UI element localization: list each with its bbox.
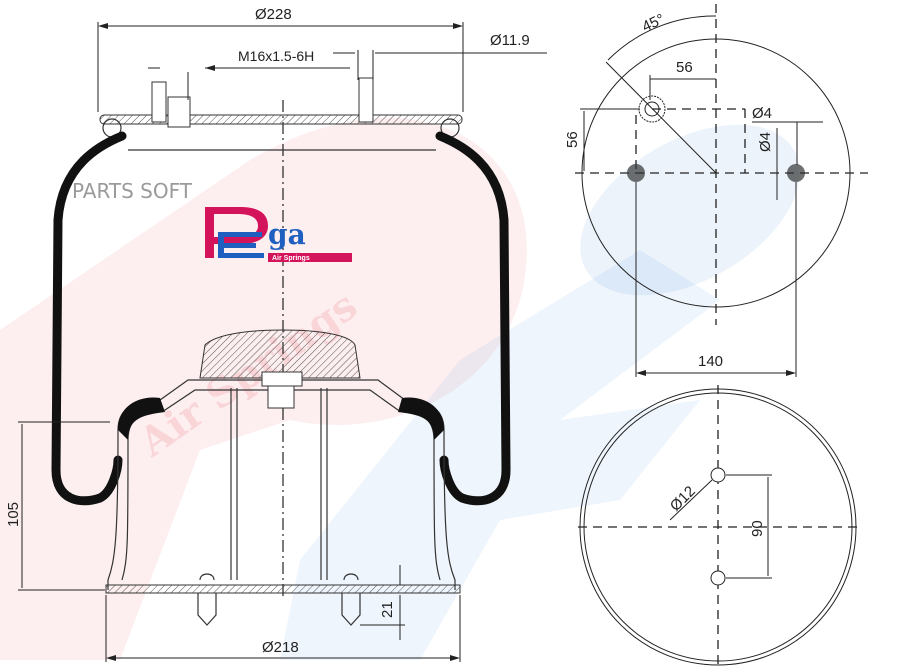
bottom-hole-top	[710, 467, 726, 483]
dim-stud-spacing: 140	[698, 353, 723, 370]
dim-base-thickness: 21	[379, 601, 396, 618]
bottom-hole-bottom	[710, 570, 726, 586]
dim-angle: 45°	[640, 11, 668, 36]
dim-stud-diameter: Ø11.9	[490, 32, 530, 49]
top-view: 45° 56 56 Ø4 Ø4 140	[564, 4, 868, 377]
watermark-e-shape	[280, 250, 720, 660]
bottom-stud-left	[197, 573, 217, 626]
air-fitting	[167, 96, 191, 128]
dim-top-diameter: Ø228	[255, 6, 292, 23]
center-bolt	[267, 385, 295, 409]
logo-e-shape	[218, 232, 264, 258]
dim-bottom-diameter: Ø218	[262, 639, 299, 656]
bellows-lobe-right	[398, 397, 444, 440]
bellows-right	[435, 131, 511, 506]
watermark-p-shape	[0, 117, 527, 660]
parts-soft-watermark: PARTS SOFT	[72, 179, 193, 203]
pega-logo: ga Air Springs	[205, 207, 352, 262]
dim-height: 105	[5, 502, 22, 527]
logo-tagline: Air Springs	[272, 255, 310, 262]
dim-hole-dia-2: Ø4	[757, 132, 774, 152]
piston-outline	[107, 379, 456, 590]
center-nut	[261, 371, 303, 387]
dim-hole-spacing: 90	[749, 520, 766, 537]
dim-hole-dia-1: Ø4	[752, 105, 772, 122]
bellows-lobe-left	[118, 397, 165, 440]
angle-ray	[605, 61, 717, 174]
dim-arrow	[205, 65, 215, 71]
dim-hole-dia: Ø12	[667, 483, 699, 515]
watermark: Air Springs	[0, 117, 800, 660]
dim-offset-y: 56	[564, 131, 581, 148]
bellows-left	[51, 131, 127, 506]
bottom-stud-right	[341, 573, 361, 626]
logo-ga: ga	[268, 218, 306, 251]
stud-hole-left	[627, 164, 645, 182]
dim-offset-x: 56	[676, 59, 693, 76]
logo-tagline-bar	[268, 253, 352, 262]
air-fitting-hole-inner	[644, 101, 660, 117]
bump-stop	[199, 329, 361, 379]
dim-thread: M16x1.5-6H	[238, 48, 314, 64]
angle-arc	[607, 15, 717, 61]
side-view: Ø228 M16x1.5-6H Ø11.9 105 21 Ø218	[5, 6, 547, 662]
stud-hole-right	[787, 164, 805, 182]
right-stud	[358, 77, 374, 123]
base-plate	[105, 584, 461, 594]
left-stud	[151, 81, 167, 123]
dim-leader	[669, 479, 713, 521]
